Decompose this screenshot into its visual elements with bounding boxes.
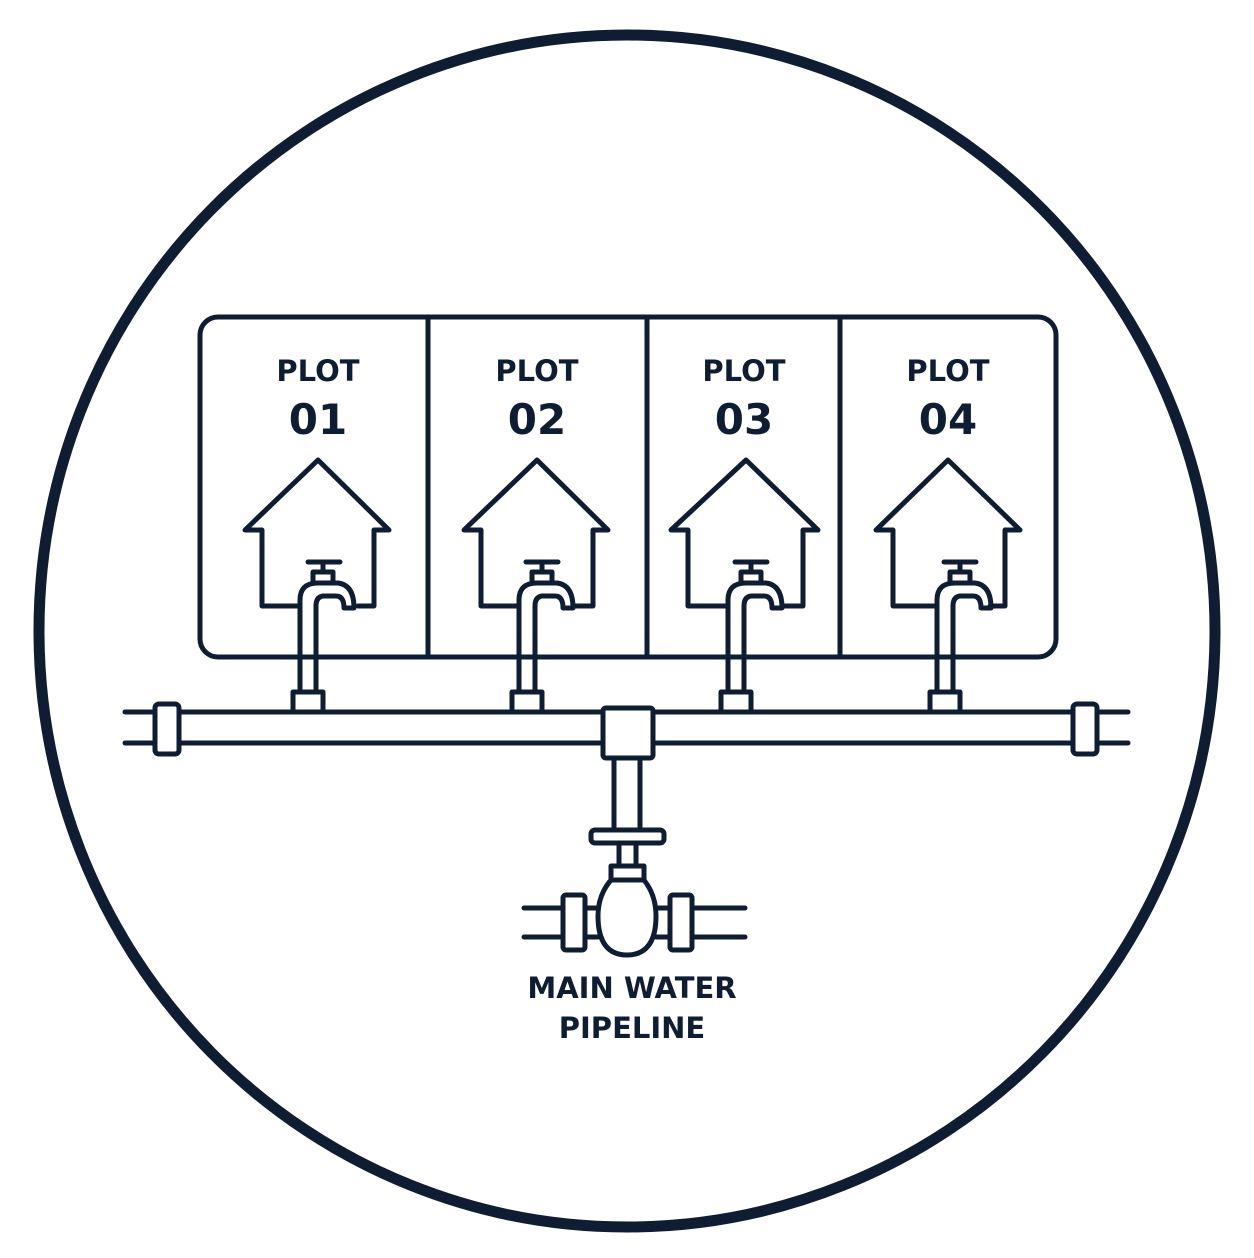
plot-2-number: 02 [508,395,566,444]
gate-valve-icon [521,827,748,958]
plot-4-number: 04 [919,395,977,444]
plots-frame [197,314,1059,660]
faucet-icon [725,559,785,695]
plot-4-word: PLOT [906,354,989,388]
pipe-coupling-icon [1070,701,1100,757]
plot-1-word: PLOT [276,354,359,388]
feed-pipe [611,755,643,833]
riser-joint [718,689,754,715]
main-label-line1: MAIN WATER [527,971,736,1005]
plot-2-word: PLOT [495,354,578,388]
outer-circle [33,29,1221,1233]
house-icon [668,457,821,609]
tee-fitting-icon [600,705,656,761]
pipe-coupling-icon [152,701,182,757]
house-icon [242,457,392,609]
distribution-pipe [122,709,1131,746]
riser-joint [509,689,545,715]
faucet-icon [934,559,994,695]
main-label-line2: PIPELINE [559,1011,705,1045]
plot-3-word: PLOT [702,354,785,388]
house-icon [461,457,611,609]
faucet-icon [516,559,576,695]
plot-3-number: 03 [715,395,773,444]
house-icon [873,457,1023,609]
plot-1-number: 01 [289,395,347,444]
riser-joint [927,689,963,715]
riser-joint [290,689,326,715]
faucet-icon [297,559,357,695]
